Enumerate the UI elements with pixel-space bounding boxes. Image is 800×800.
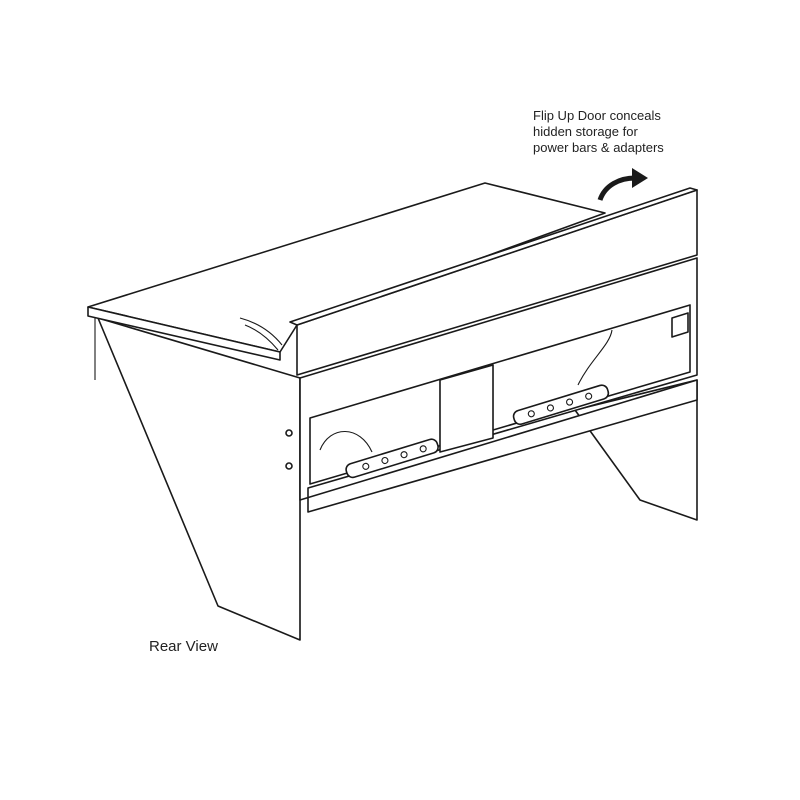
flip-arrow-icon [597, 175, 636, 201]
arrow-head-icon [632, 168, 648, 188]
view-caption: Rear View [149, 638, 218, 655]
flip-up-door-top [289, 187, 698, 326]
cord [577, 329, 613, 386]
desk-top-edge [87, 306, 281, 361]
flip-door-callout: Flip Up Door conceals hidden storage for… [533, 108, 664, 155]
cord [239, 317, 283, 346]
screw-icon [285, 462, 293, 470]
power-bar-left [345, 438, 439, 479]
cord [244, 324, 279, 351]
hinge-bracket [671, 312, 689, 338]
cord [319, 430, 373, 453]
left-side-panel [97, 317, 301, 641]
divider [439, 364, 494, 453]
storage-back [309, 304, 691, 485]
screw-icon [285, 429, 293, 437]
power-bar-right [512, 384, 610, 426]
